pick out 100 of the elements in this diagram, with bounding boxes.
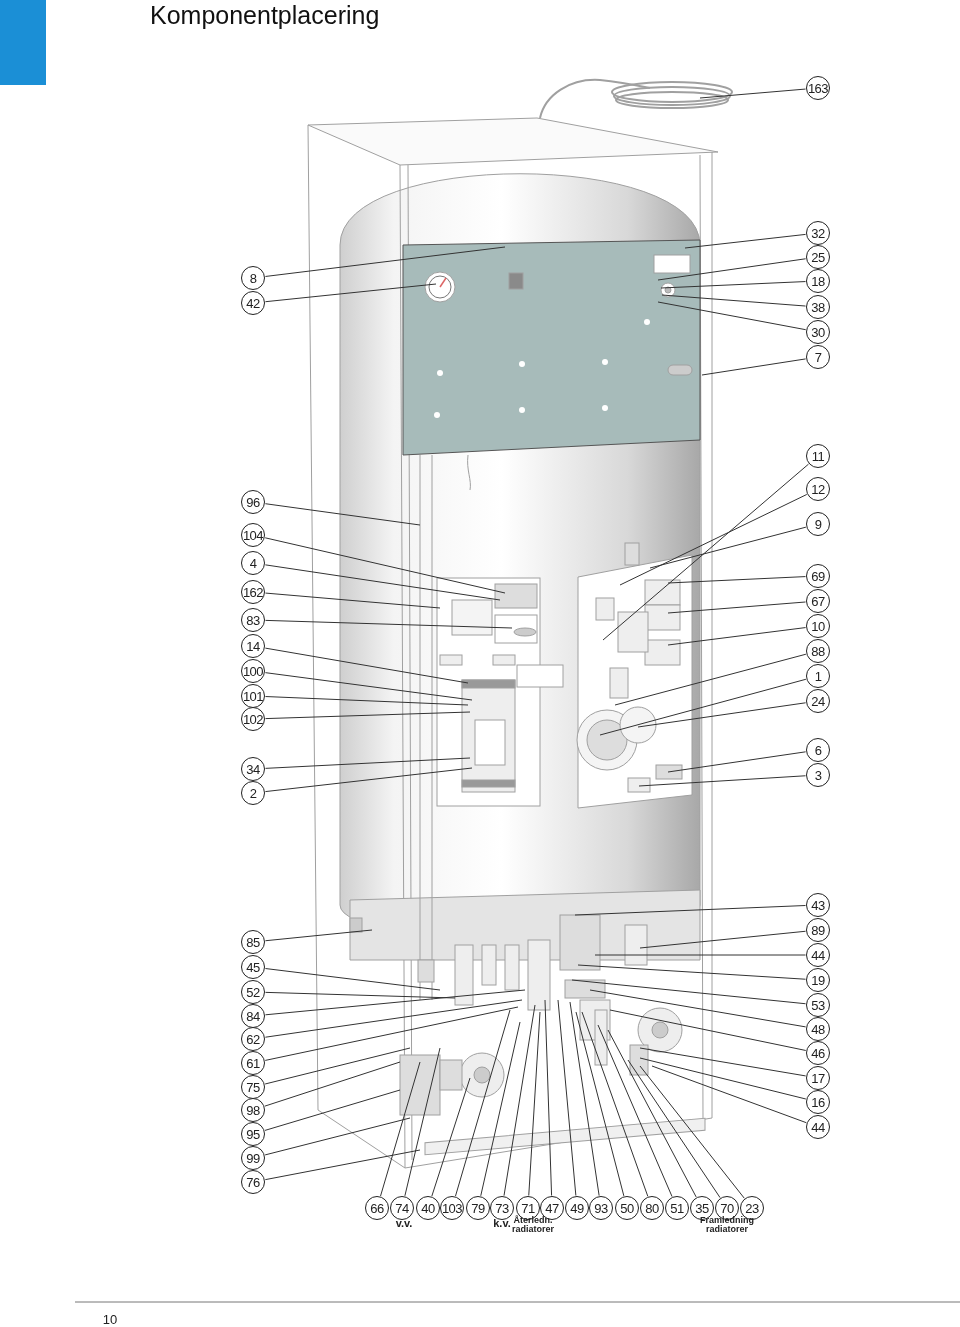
callout-number: 45 [241,955,265,979]
leader-line [380,1061,421,1197]
callout-number: 73 [490,1196,514,1220]
leader-line [503,1004,536,1197]
callout-number: 102 [241,707,265,731]
leader-line [264,1089,401,1131]
callout-number: 89 [806,918,830,942]
callout-number: 16 [806,1090,830,1114]
leader-line [701,358,807,376]
leader-line [667,627,807,646]
leader-line [557,999,577,1197]
callout-number: 61 [241,1051,265,1075]
leader-line [639,1057,807,1100]
callout-number: 7 [806,345,830,369]
leader-line [544,999,553,1196]
leader-line [649,526,807,569]
callout-number: 46 [806,1041,830,1065]
leader-line [264,672,473,701]
leader-line [609,1009,807,1051]
leader-line [265,696,469,706]
callout-number: 69 [806,564,830,588]
leader-line [657,258,807,281]
leader-line [574,905,806,916]
callout-number: 75 [241,1075,265,1099]
callout-number: 95 [241,1122,265,1146]
leader-line [571,979,807,1005]
leader-line [639,1065,745,1199]
sub-label: v.v. [394,1218,414,1229]
callout-number: 100 [241,659,265,683]
callout-number: 49 [565,1196,589,1220]
leader-line [661,294,807,307]
leader-line [619,493,808,586]
leader-line [581,1011,649,1197]
leader-line [667,751,807,773]
callout-number: 104 [241,523,265,547]
callout-number: 2 [241,781,265,805]
leader-line [264,503,421,526]
leader-line [651,1065,807,1124]
callout-number: 3 [806,763,830,787]
callout-number: 43 [806,893,830,917]
callout-number: 6 [806,738,830,762]
callout-number: 88 [806,639,830,663]
callout-number: 93 [589,1196,613,1220]
callout-number: 162 [241,580,265,604]
leader-line [264,592,441,609]
leader-line [627,1059,721,1199]
callout-number: 44 [806,943,830,967]
callout-number: 10 [806,614,830,638]
leader-line [264,1149,421,1181]
page-number: 10 [101,1313,119,1326]
callout-number: 17 [806,1066,830,1090]
leader-line [264,537,506,594]
callout-number: 40 [416,1196,440,1220]
callout-number: 83 [241,608,265,632]
leader-line [699,88,807,99]
leader-line [265,619,513,629]
leader-line [264,647,469,684]
callout-number: 42 [241,291,265,315]
callout-number: 34 [241,757,265,781]
callout-number: 44 [806,1115,830,1139]
leader-line [264,1061,401,1107]
callout-number: 103 [440,1196,464,1220]
callout-number: 101 [241,684,265,708]
leader-line [264,283,437,303]
leader-line [264,999,523,1038]
callout-number: 50 [615,1196,639,1220]
callout-number: 9 [806,512,830,536]
callout-number: 14 [241,634,265,658]
leader-line [264,1047,411,1085]
leader-line [264,767,473,793]
callout-number: 52 [241,980,265,1004]
callout-number: 19 [806,968,830,992]
callout-number: 76 [241,1170,265,1194]
callout-number: 99 [241,1146,265,1170]
callout-number: 11 [806,444,830,468]
leader-line [264,1117,411,1156]
leader-line [657,301,807,331]
leader-line [264,968,441,991]
callout-number: 24 [806,689,830,713]
callout-number: 74 [390,1196,414,1220]
callout-number: 66 [365,1196,389,1220]
leader-line [569,1001,600,1197]
leader-line [577,964,806,980]
leader-line [265,991,456,999]
callout-number: 84 [241,1004,265,1028]
callout-number: 80 [640,1196,664,1220]
leader-line [597,1024,673,1197]
leader-line [264,989,526,1016]
callout-number: 79 [466,1196,490,1220]
callout-number: 38 [806,295,830,319]
leader-line [667,601,807,614]
callout-number: 163 [806,76,830,100]
leader-line [404,1047,441,1197]
leader-line [639,1047,807,1077]
leader-line [431,1077,471,1197]
callout-number: 51 [665,1196,689,1220]
callout-number: 48 [806,1017,830,1041]
leader-line [614,653,807,706]
leader-line [660,281,806,289]
leader-line [602,463,809,641]
